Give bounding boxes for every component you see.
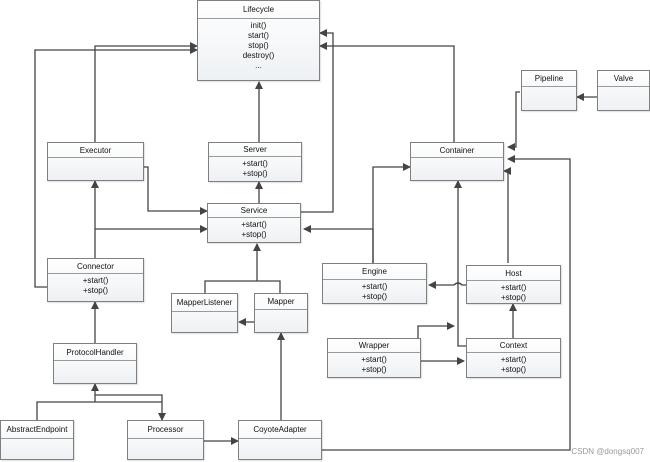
class-title: Service bbox=[208, 204, 300, 218]
class-executor[interactable]: Executor bbox=[47, 142, 144, 181]
edge-pipeline-container bbox=[507, 91, 520, 151]
class-title: Server bbox=[209, 143, 301, 157]
class-host[interactable]: Host +start() +stop() bbox=[466, 265, 561, 304]
edge-host-container bbox=[503, 167, 511, 263]
class-operations: +start() +stop() bbox=[82, 276, 109, 295]
class-operations: +start() +stop() bbox=[241, 220, 267, 239]
class-operations: init() start() stop() destroy() ... bbox=[242, 21, 275, 70]
edge-service-lifecycle bbox=[301, 29, 334, 213]
edge-coyoteadapter-container bbox=[322, 155, 571, 451]
class-title: ProtocolHandler bbox=[54, 344, 136, 361]
class-processor[interactable]: Processor bbox=[127, 420, 204, 460]
edge-container-lifecycle bbox=[319, 42, 455, 142]
class-lifecycle[interactable]: Lifecycle init() start() stop() destroy(… bbox=[197, 0, 320, 81]
class-operations: +start() +stop() bbox=[361, 355, 387, 374]
class-title: MapperListener bbox=[172, 294, 237, 312]
class-title: Context bbox=[467, 339, 560, 353]
edge-mapper-service bbox=[204, 280, 281, 293]
class-title: Valve bbox=[598, 71, 649, 87]
edge-engine-service-2 bbox=[322, 228, 374, 263]
class-valve[interactable]: Valve bbox=[597, 70, 650, 111]
class-title: Engine bbox=[323, 264, 426, 280]
class-title: CoyoteAdapter bbox=[239, 421, 321, 439]
edge-host-engine bbox=[428, 281, 466, 289]
class-protocolhandler[interactable]: ProtocolHandler bbox=[53, 343, 137, 384]
class-connector[interactable]: Connector +start() +stop() bbox=[47, 258, 144, 302]
edge-protocolhandler-processor bbox=[95, 394, 166, 421]
class-title: Container bbox=[411, 143, 503, 158]
edge-connector-lifecycle bbox=[34, 46, 198, 288]
class-title: Pipeline bbox=[522, 71, 576, 87]
class-abstractendpoint[interactable]: AbstractEndpoint bbox=[0, 420, 74, 460]
class-pipeline[interactable]: Pipeline bbox=[521, 70, 577, 111]
class-title: Executor bbox=[48, 143, 143, 158]
edge-executor-lifecycle bbox=[94, 42, 198, 142]
class-server[interactable]: Server +start() +stop() bbox=[208, 142, 302, 182]
class-mapperlistener[interactable]: MapperListener bbox=[171, 293, 238, 333]
class-title: Mapper bbox=[255, 294, 307, 310]
class-wrapper[interactable]: Wrapper +start() +stop() bbox=[327, 338, 421, 378]
edge-endpoint-processor bbox=[36, 401, 162, 420]
class-title: Connector bbox=[48, 259, 143, 274]
edge-executor-service bbox=[144, 166, 208, 215]
class-title: Processor bbox=[128, 421, 203, 439]
class-engine[interactable]: Engine +start() +stop() bbox=[322, 263, 427, 304]
class-title: Lifecycle bbox=[198, 1, 319, 19]
edge-wrapper-container bbox=[417, 322, 455, 340]
edge-context-container bbox=[454, 180, 466, 347]
class-context[interactable]: Context +start() +stop() bbox=[466, 338, 561, 378]
class-service[interactable]: Service +start() +stop() bbox=[207, 203, 301, 243]
class-coyoteadapter[interactable]: CoyoteAdapter bbox=[238, 420, 322, 460]
edge-engine-container bbox=[372, 163, 411, 263]
class-container[interactable]: Container bbox=[410, 142, 504, 181]
class-operations: +start() +stop() bbox=[500, 355, 527, 374]
class-operations: +start() +stop() bbox=[500, 283, 527, 302]
class-title: Host bbox=[467, 266, 560, 281]
class-mapper[interactable]: Mapper bbox=[254, 293, 308, 333]
class-operations: +start() +stop() bbox=[242, 159, 268, 178]
class-title: AbstractEndpoint bbox=[1, 421, 73, 439]
watermark: CSDN @dongsq007 bbox=[571, 447, 644, 456]
class-title: Wrapper bbox=[328, 339, 420, 353]
class-operations: +start() +stop() bbox=[361, 282, 388, 301]
